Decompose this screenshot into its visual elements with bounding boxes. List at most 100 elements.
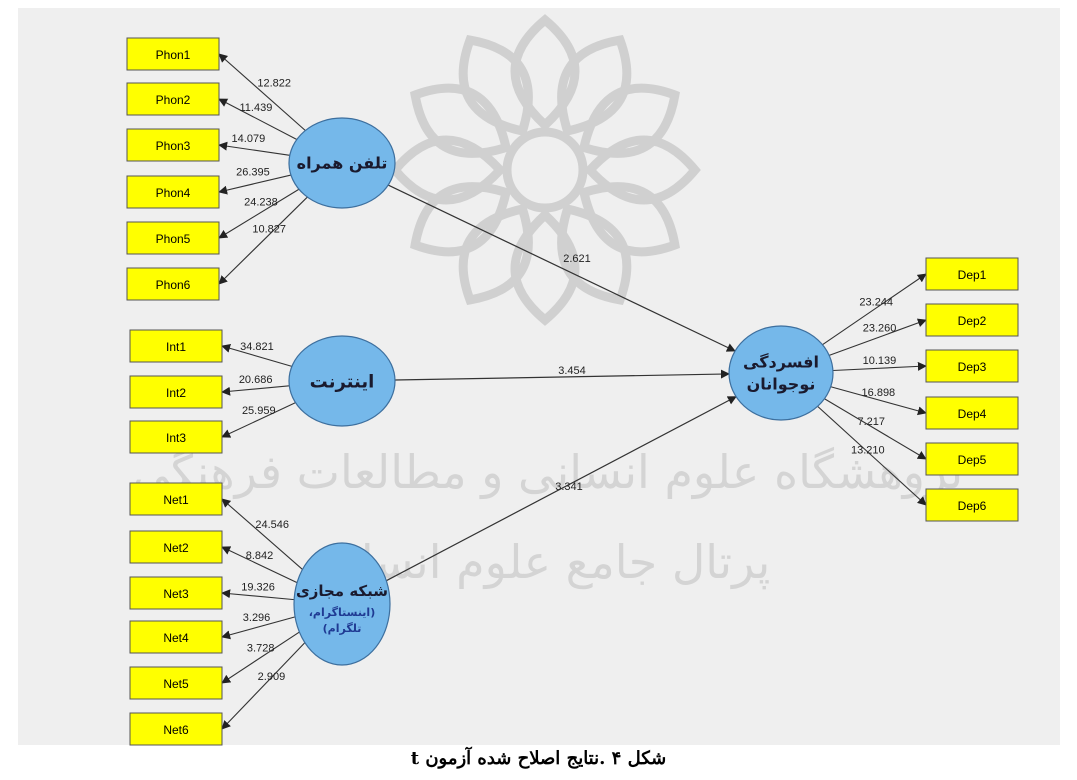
watermark-petal-shape bbox=[458, 35, 533, 137]
indicator-label: Dep1 bbox=[958, 268, 987, 282]
path-arrow bbox=[386, 396, 737, 582]
loading-value: 8.842 bbox=[246, 550, 274, 562]
watermark-petal-shape bbox=[557, 203, 632, 305]
watermark-petal-shape bbox=[578, 83, 680, 158]
latent-sublabel: تلگرام) bbox=[323, 622, 362, 635]
loading-value: 10.139 bbox=[863, 355, 897, 367]
watermark-petal-shape bbox=[410, 182, 512, 257]
loading-arrow bbox=[830, 386, 927, 416]
latent-ellipse bbox=[288, 335, 396, 427]
loading-arrow bbox=[832, 361, 927, 372]
indicator-box bbox=[129, 530, 223, 564]
watermark-petal bbox=[410, 83, 512, 158]
indicator-box bbox=[925, 396, 1019, 430]
loading-value: 12.822 bbox=[257, 77, 291, 89]
indicator-box bbox=[126, 82, 220, 116]
indicator-label: Int3 bbox=[166, 431, 186, 445]
loading-arrow bbox=[221, 385, 290, 396]
watermark-petal bbox=[458, 35, 533, 137]
indicator-box bbox=[129, 576, 223, 610]
loading-arrow bbox=[822, 273, 927, 346]
indicator-label: Phon1 bbox=[156, 48, 191, 62]
edges bbox=[218, 53, 927, 730]
loading-arrow bbox=[221, 343, 293, 367]
loading-value: 3.296 bbox=[243, 612, 271, 624]
loading-arrow bbox=[221, 631, 300, 684]
indicator-box bbox=[126, 175, 220, 209]
loading-arrow bbox=[221, 402, 296, 438]
watermark-petal bbox=[583, 135, 701, 205]
watermark-petal-shape bbox=[583, 135, 701, 205]
indicator-box bbox=[129, 620, 223, 654]
latent-sublabel: (اینستاگرام، bbox=[309, 606, 375, 619]
loading-value: 19.326 bbox=[241, 581, 275, 593]
loading-labels: 12.82211.43914.07926.39524.23810.82734.8… bbox=[232, 77, 897, 683]
indicator-box bbox=[126, 37, 220, 71]
loading-value: 14.079 bbox=[232, 133, 266, 145]
latent-label: افسردگی bbox=[743, 353, 819, 372]
path-arrow bbox=[394, 369, 730, 381]
loading-value: 20.686 bbox=[239, 374, 273, 386]
loading-arrow bbox=[218, 141, 290, 156]
indicator-label: Phon2 bbox=[156, 93, 191, 107]
path-coefficient: 2.621 bbox=[563, 253, 591, 265]
figure-caption: شکل ۴ .نتایج اصلاح شده آزمون t bbox=[410, 748, 667, 769]
watermark-petal bbox=[458, 203, 533, 305]
indicator-box bbox=[925, 303, 1019, 337]
loading-value: 23.244 bbox=[859, 296, 893, 308]
loading-arrow bbox=[218, 196, 308, 285]
indicator-label: Dep2 bbox=[958, 314, 987, 328]
latent-label: نوجوانان bbox=[747, 375, 816, 394]
watermark-petal-shape bbox=[510, 208, 580, 326]
latent-ellipse bbox=[293, 542, 391, 666]
loading-value: 7.217 bbox=[857, 416, 885, 428]
indicator-label: Net4 bbox=[163, 631, 189, 645]
indicator-label: Phon5 bbox=[156, 232, 191, 246]
indicator-label: Phon6 bbox=[156, 278, 191, 292]
indicator-box bbox=[925, 442, 1019, 476]
loading-arrow bbox=[218, 188, 300, 239]
watermark-line-1: پژوهشگاه علوم انسانی و مطالعات فرهنگی bbox=[133, 445, 963, 500]
loading-arrow bbox=[218, 98, 298, 140]
indicator-label: Dep3 bbox=[958, 360, 987, 374]
latent-label: شبکه مجازی bbox=[296, 582, 388, 600]
watermark-petal bbox=[510, 208, 580, 326]
indicator-box bbox=[129, 482, 223, 516]
indicator-label: Net2 bbox=[163, 541, 189, 555]
loading-arrow bbox=[221, 616, 296, 640]
indicator-label: Phon3 bbox=[156, 139, 191, 153]
indicator-box bbox=[925, 257, 1019, 291]
watermark-petal-shape bbox=[578, 182, 680, 257]
loading-value: 10.827 bbox=[252, 224, 286, 236]
indicator-label: Net1 bbox=[163, 493, 189, 507]
indicator-box bbox=[126, 221, 220, 255]
indicator-box bbox=[126, 128, 220, 162]
loading-value: 2.909 bbox=[258, 671, 286, 683]
watermark-petal-shape bbox=[557, 35, 632, 137]
indicator-box bbox=[925, 349, 1019, 383]
watermark-petal bbox=[557, 35, 632, 137]
watermark-petal bbox=[578, 83, 680, 158]
indicator-box bbox=[129, 420, 223, 454]
latent-ellipse bbox=[288, 117, 396, 209]
indicator-box bbox=[925, 488, 1019, 522]
indicator-label: Phon4 bbox=[156, 186, 191, 200]
loading-value: 13.210 bbox=[851, 445, 885, 457]
loading-arrow bbox=[824, 398, 927, 460]
indicator-label: Int1 bbox=[166, 340, 186, 354]
watermark-petal-shape bbox=[410, 83, 512, 158]
path-coefficient: 3.454 bbox=[558, 365, 586, 377]
indicator-box bbox=[129, 712, 223, 746]
loading-value: 3.728 bbox=[247, 643, 275, 655]
loading-value: 25.959 bbox=[242, 405, 276, 417]
watermark-petal bbox=[578, 182, 680, 257]
loading-arrow bbox=[221, 546, 298, 584]
indicator-label: Net6 bbox=[163, 723, 189, 737]
loading-value: 26.395 bbox=[236, 167, 270, 179]
path-coefficient: 3.341 bbox=[555, 481, 583, 493]
loading-arrow bbox=[218, 53, 306, 131]
indicator-box bbox=[129, 666, 223, 700]
loading-value: 24.546 bbox=[255, 519, 289, 531]
